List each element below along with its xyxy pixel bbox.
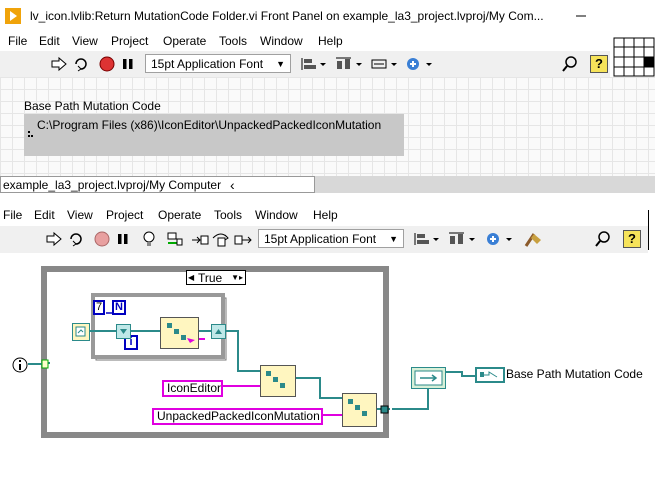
case-output-tunnel xyxy=(380,405,389,414)
vi-icon-edge xyxy=(648,210,655,250)
menu-help[interactable]: Help xyxy=(318,34,343,48)
front-panel-title-bar[interactable]: lv_icon.lvlib:Return MutationCode Folder… xyxy=(0,0,655,31)
path-indicator[interactable]: C:\Program Files (x86)\IconEditor\Unpack… xyxy=(24,114,404,156)
loop-count-terminal[interactable]: N xyxy=(112,300,126,315)
case-selector-value: True xyxy=(198,271,223,285)
menu-project[interactable]: Project xyxy=(111,34,149,48)
left-shift-register[interactable] xyxy=(116,324,131,339)
build-path-node-2[interactable] xyxy=(342,393,377,427)
menu-file[interactable]: File xyxy=(8,34,28,48)
case-prev-icon[interactable]: ◀ xyxy=(188,273,195,282)
distribute-objects-icon[interactable] xyxy=(335,55,363,73)
run-continuously-icon[interactable] xyxy=(73,55,91,73)
front-panel-toolbar: 15pt Application Font ▼ ? xyxy=(0,51,610,78)
block-diagram-canvas: ◀ True ▼▸ 7 N i IconEditor UnpackedPacke… xyxy=(0,253,655,485)
menu-view[interactable]: View xyxy=(67,208,93,222)
case-structure-frame xyxy=(41,266,389,438)
block-diagram-title: example_la3_project.lvproj/My Computer xyxy=(3,178,222,192)
pause-icon[interactable] xyxy=(114,230,132,248)
reorder-icon[interactable] xyxy=(485,230,513,248)
strip-path-node[interactable] xyxy=(160,317,199,349)
context-help-icon[interactable]: ? xyxy=(623,230,641,248)
menu-tools[interactable]: Tools xyxy=(214,208,243,222)
minimize-button[interactable] xyxy=(564,4,598,28)
pause-icon[interactable] xyxy=(119,55,137,73)
highlight-execution-icon[interactable] xyxy=(140,230,158,248)
path-indicator-terminal[interactable] xyxy=(475,367,505,383)
font-selector[interactable]: 15pt Application Font ▼ xyxy=(145,54,291,73)
search-icon[interactable] xyxy=(561,55,579,73)
block-diagram-title-bar xyxy=(315,176,655,193)
numeric-constant[interactable]: 7 xyxy=(93,300,105,315)
case-next-icon[interactable]: ▼▸ xyxy=(231,273,243,282)
wire-layer xyxy=(28,266,475,438)
labview-icon xyxy=(5,8,21,24)
step-out-icon[interactable] xyxy=(234,230,252,248)
retain-wire-values-icon[interactable] xyxy=(166,230,184,248)
indicator-terminal-label: Base Path Mutation Code xyxy=(506,367,643,381)
tab-scroll-left-icon[interactable]: ‹ xyxy=(230,177,235,193)
chevron-down-icon: ▼ xyxy=(276,59,285,69)
run-continuously-icon[interactable] xyxy=(68,230,86,248)
block-diagram-title-tab[interactable]: example_la3_project.lvproj/My Computer xyxy=(0,176,315,193)
menu-edit[interactable]: Edit xyxy=(34,208,55,222)
context-help-icon[interactable]: ? xyxy=(590,55,608,73)
menu-file[interactable]: File xyxy=(3,208,23,222)
reorder-icon[interactable] xyxy=(405,55,433,73)
search-icon[interactable] xyxy=(594,230,612,248)
font-selector[interactable]: 15pt Application Font ▼ xyxy=(258,229,404,248)
front-panel-title: lv_icon.lvlib:Return MutationCode Folder… xyxy=(30,9,544,23)
right-shift-register[interactable] xyxy=(211,324,226,339)
menu-operate[interactable]: Operate xyxy=(158,208,202,222)
menu-edit[interactable]: Edit xyxy=(39,34,60,48)
indicator-label: Base Path Mutation Code xyxy=(24,99,161,113)
menu-help[interactable]: Help xyxy=(313,208,338,222)
step-into-icon[interactable] xyxy=(191,230,209,248)
menu-window[interactable]: Window xyxy=(260,34,303,48)
font-selector-label: 15pt Application Font xyxy=(151,57,264,71)
path-constant-icon[interactable] xyxy=(72,323,90,341)
distribute-objects-icon[interactable] xyxy=(448,230,476,248)
block-diagram-toolbar: 15pt Application Font ▼ ? xyxy=(0,226,648,254)
menu-window[interactable]: Window xyxy=(255,208,298,222)
info-icon[interactable] xyxy=(12,357,28,373)
menu-project[interactable]: Project xyxy=(106,208,144,222)
align-objects-icon[interactable] xyxy=(412,230,440,248)
front-panel-canvas: Base Path Mutation Code C:\Program Files… xyxy=(0,77,655,181)
step-over-icon[interactable] xyxy=(212,230,230,248)
menu-operate[interactable]: Operate xyxy=(163,34,207,48)
resize-objects-icon[interactable] xyxy=(370,55,398,73)
menu-tools[interactable]: Tools xyxy=(219,34,248,48)
build-path-node-1[interactable] xyxy=(260,365,296,397)
abort-icon[interactable] xyxy=(93,230,111,248)
clean-up-diagram-icon[interactable] xyxy=(522,230,544,248)
path-browse-icon xyxy=(28,130,34,144)
font-selector-label: 15pt Application Font xyxy=(264,232,377,246)
minimize-icon xyxy=(576,15,586,17)
abort-icon[interactable] xyxy=(98,55,116,73)
string-constant-icon-editor[interactable]: IconEditor xyxy=(162,380,223,397)
front-panel-menubar: File Edit View Project Operate Tools Win… xyxy=(0,31,605,51)
run-arrow-icon[interactable] xyxy=(45,230,63,248)
path-indicator-value: C:\Program Files (x86)\IconEditor\Unpack… xyxy=(37,118,382,132)
block-diagram-menubar: File Edit View Project Operate Tools Win… xyxy=(0,205,640,225)
menu-view[interactable]: View xyxy=(72,34,98,48)
align-objects-icon[interactable] xyxy=(299,55,327,73)
string-constant-unpacked[interactable]: UnpackedPackedIconMutation xyxy=(152,408,323,425)
case-selector-terminal xyxy=(41,359,49,369)
chevron-down-icon: ▼ xyxy=(389,234,398,244)
run-arrow-icon[interactable] xyxy=(50,55,68,73)
path-conversion-node[interactable] xyxy=(411,367,446,389)
connector-pane-icon[interactable] xyxy=(613,37,655,80)
case-selector[interactable]: ◀ True ▼▸ xyxy=(186,270,246,285)
